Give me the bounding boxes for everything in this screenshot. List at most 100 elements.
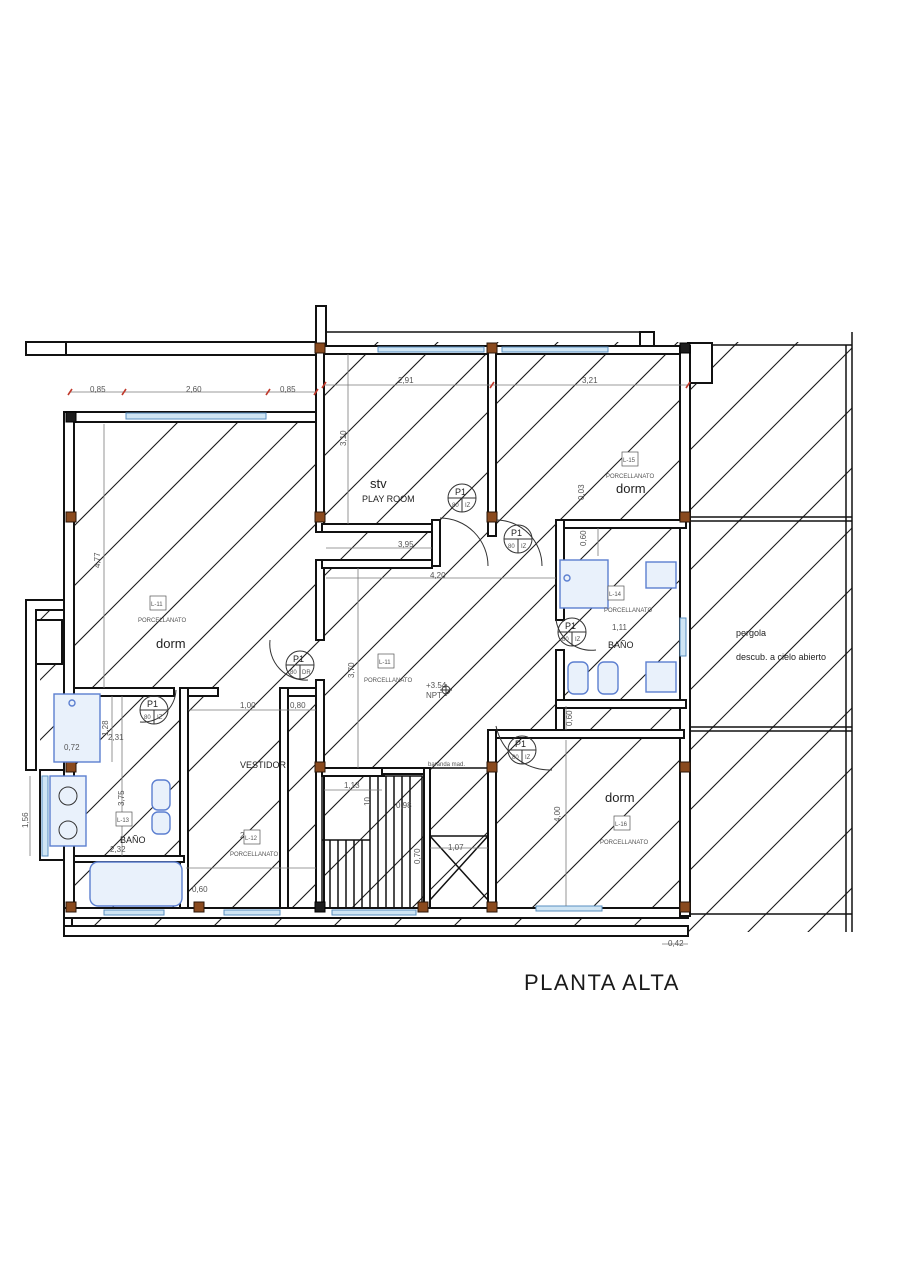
tag-label: L-16 [615, 822, 628, 828]
tag-label: PORCELLANATO [364, 678, 412, 684]
door-marker: P1 80 IZ [557, 617, 587, 647]
room-label-dorm: dorm [616, 481, 646, 496]
shower-tray [53, 693, 101, 763]
column [679, 901, 691, 913]
room-label-bano: BAÑO [120, 835, 146, 845]
svg-text:P1: P1 [455, 487, 466, 497]
window [331, 909, 417, 916]
windows [41, 346, 687, 916]
door-marker: P1 80 IZ [447, 483, 477, 513]
vanity [645, 561, 677, 589]
room-label-play-room: PLAY ROOM [362, 494, 415, 504]
level-label: NPT [426, 691, 442, 700]
tag-label: L-12 [245, 836, 258, 842]
column [486, 901, 498, 913]
door-marker: P1 80 IZ [507, 735, 537, 765]
dim-label: 0,80 [290, 701, 306, 710]
svg-text:DR: DR [302, 670, 311, 676]
svg-text:80: 80 [144, 715, 151, 721]
door-swings [139, 517, 597, 771]
tag-label: PORCELLANATO [230, 852, 278, 858]
column [314, 511, 326, 523]
window [103, 909, 165, 916]
tag-label: L-15 [623, 458, 636, 464]
column [417, 901, 429, 913]
window [501, 346, 609, 353]
svg-text:P1: P1 [147, 699, 158, 709]
room-label-stv: stv [370, 476, 387, 491]
window [377, 346, 485, 353]
dim-label: 0,70 [413, 848, 422, 864]
dim-label: 0,60 [192, 885, 208, 894]
column [486, 511, 498, 523]
dim-label: 3,10 [339, 430, 348, 446]
window [535, 905, 603, 912]
bidet [151, 811, 171, 835]
shower-tray [559, 559, 609, 609]
railing-label: baranda mad. [428, 762, 465, 768]
door-markers: P1 80 IZ P1 80 DR P1 80 IZ P1 80 IZ [139, 483, 587, 765]
column [65, 761, 77, 773]
dim-label: 4,00 [553, 806, 562, 822]
level-marker: +3.54 NPT [426, 681, 452, 700]
column [193, 901, 205, 913]
bidet [597, 661, 619, 695]
staircase [321, 767, 489, 909]
tag-label: L-11 [379, 660, 391, 666]
dim-label: 2,31 [108, 733, 124, 742]
column [679, 511, 691, 523]
finish-tags: L-11 PORCELLANATO L-15 PORCELLANATO L-14… [115, 451, 654, 858]
svg-text:P1: P1 [293, 654, 304, 664]
dim-label: 0,85 [90, 385, 106, 394]
window [125, 412, 267, 420]
room-label-vestidor: VESTIDOR [240, 760, 287, 770]
svg-text:IZ: IZ [575, 637, 581, 643]
bathtub [89, 861, 183, 907]
drawing-title: PLANTA ALTA [524, 970, 680, 995]
toilet [151, 779, 171, 811]
tag-label: L-14 [609, 592, 622, 598]
svg-text:80: 80 [508, 544, 515, 550]
svg-text:80: 80 [290, 670, 297, 676]
room-label-bano: BAÑO [608, 640, 634, 650]
room-label-pergola-note: descub. a cielo abierto [736, 652, 826, 662]
washbasin [645, 661, 677, 693]
fixtures [49, 559, 677, 907]
svg-text:P1: P1 [565, 621, 576, 631]
dim-label: 4,77 [93, 552, 102, 568]
dim-label: 2,32 [110, 845, 126, 854]
window [41, 775, 49, 857]
dim-label: 0,42 [668, 939, 684, 948]
svg-text:IZ: IZ [465, 503, 471, 509]
window [223, 909, 281, 916]
column [65, 511, 77, 523]
door-marker: P1 80 IZ [139, 695, 169, 725]
dim-label: 0,85 [280, 385, 296, 394]
dim-label: 1,11 [612, 623, 628, 632]
column [314, 901, 326, 913]
dim-label: 2,91 [398, 376, 414, 385]
tag-label: PORCELLANATO [138, 618, 186, 624]
dim-label: 10 [363, 797, 372, 806]
column [314, 761, 326, 773]
dim-label: 1,07 [448, 843, 464, 852]
tag-label: L-11 [151, 602, 163, 608]
svg-text:P1: P1 [511, 528, 522, 538]
dim-label: 3,75 [117, 790, 126, 806]
column [486, 761, 498, 773]
dim-label: 3,95 [398, 540, 414, 549]
dim-label: 0,60 [565, 710, 574, 726]
tag-label: PORCELLANATO [600, 840, 648, 846]
dim-label: 0,60 [579, 530, 588, 546]
svg-text:80: 80 [452, 503, 459, 509]
svg-text:80: 80 [562, 637, 569, 643]
tag-label: L-13 [117, 818, 130, 824]
dim-label: 1,56 [21, 812, 30, 828]
level-value: +3.54 [426, 681, 447, 690]
vanity [49, 775, 87, 847]
door-marker: P1 80 DR [285, 650, 315, 680]
svg-text:P1: P1 [515, 739, 526, 749]
svg-text:80: 80 [512, 755, 519, 761]
column [65, 901, 77, 913]
